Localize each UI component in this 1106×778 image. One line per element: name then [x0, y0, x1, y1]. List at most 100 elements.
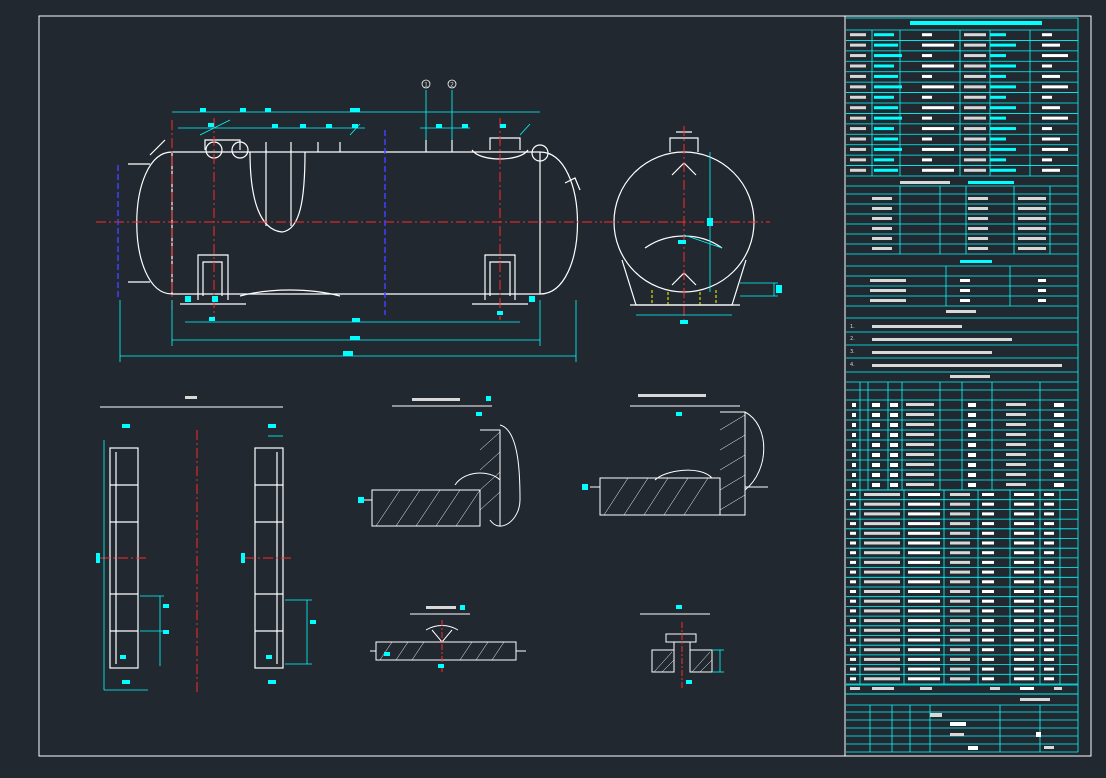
- material-cell: [968, 237, 988, 240]
- part-std: [864, 628, 900, 632]
- spec-value: [1042, 64, 1052, 68]
- inspection-cell: [1038, 289, 1046, 292]
- spec-label: [850, 106, 866, 110]
- material-cell: [872, 207, 892, 210]
- part-name: [908, 599, 940, 603]
- spec-label: [850, 54, 866, 58]
- weld-detail-4[interactable]: [640, 605, 724, 690]
- part-spec: [950, 522, 970, 526]
- material-cell: [872, 197, 892, 200]
- spec-value: [990, 85, 1016, 89]
- part-no: [850, 667, 856, 671]
- part-material: [1014, 657, 1034, 661]
- spec-label: [850, 168, 866, 172]
- spec-value: [990, 43, 1016, 47]
- spec-label: [964, 54, 986, 58]
- material-cell: [1018, 237, 1046, 240]
- nozzle-std: [906, 413, 934, 416]
- spec-label: [964, 158, 986, 162]
- part-name: [908, 657, 940, 661]
- nozzle-no: [852, 403, 856, 407]
- front-hidden-lines: [117, 130, 386, 315]
- spec-value: [1042, 54, 1068, 58]
- spec-label: [850, 64, 866, 68]
- part-weight: [1044, 628, 1054, 632]
- spec-value: [874, 85, 902, 89]
- material-cell: [872, 237, 892, 240]
- part-material: [1014, 599, 1034, 603]
- nozzle-cell: [872, 453, 880, 457]
- support-detail-view[interactable]: [96, 396, 316, 695]
- part-material: [1014, 667, 1034, 671]
- part-qty: [982, 512, 994, 516]
- parts-header: [850, 687, 860, 690]
- spec-label: [964, 95, 986, 99]
- part-weight: [1044, 648, 1054, 652]
- part-no: [850, 502, 856, 506]
- weld-detail-1-title: [412, 398, 460, 401]
- nozzle-no: [852, 433, 856, 437]
- spec-value: [874, 168, 898, 172]
- note-2: 2.: [850, 336, 855, 342]
- part-no: [850, 541, 856, 545]
- weld-detail-1-outline: [360, 424, 521, 527]
- nozzle-use: [1006, 463, 1026, 466]
- part-weight: [1044, 522, 1054, 526]
- nozzle-use: [1006, 413, 1026, 416]
- part-std: [864, 590, 900, 593]
- nozzle-cell: [1054, 443, 1064, 447]
- inspection-cell: [870, 299, 906, 302]
- part-name: [908, 590, 940, 593]
- material-cell: [968, 247, 988, 250]
- part-no: [850, 590, 856, 593]
- table-grid: [845, 17, 1079, 753]
- weld-detail-2-outline: [590, 411, 768, 516]
- spec-value: [990, 127, 1016, 131]
- nozzle-use: [1006, 483, 1026, 486]
- nozzle-cell: [872, 413, 880, 417]
- spec-value: [1042, 106, 1060, 110]
- spec-value: [922, 137, 932, 141]
- part-spec: [950, 648, 970, 652]
- weld-detail-4-hatch: [653, 651, 713, 673]
- weld-detail-1-mark: [486, 396, 491, 401]
- part-name: [908, 628, 940, 632]
- title-block-scale: [968, 746, 978, 750]
- note-4: 4.: [850, 362, 855, 368]
- spec-value: [922, 95, 932, 99]
- weld-detail-1[interactable]: [358, 396, 521, 527]
- part-std: [864, 648, 900, 652]
- material-cell: [1018, 227, 1046, 230]
- part-spec: [950, 628, 970, 632]
- inspection-cell: [1038, 279, 1046, 282]
- part-no: [850, 638, 856, 642]
- spec-value: [874, 33, 894, 37]
- part-no: [850, 677, 856, 681]
- part-weight: [1044, 570, 1054, 574]
- weld-detail-3[interactable]: [370, 605, 526, 672]
- front-view[interactable]: 1 2: [96, 79, 602, 362]
- nozzle-std: [906, 423, 934, 426]
- inspection-cell: [960, 279, 970, 282]
- callout-label: 1: [424, 82, 428, 89]
- inspection-cell: [870, 279, 906, 282]
- spec-value: [990, 33, 1006, 37]
- spec-value: [990, 147, 1016, 151]
- part-material: [1014, 541, 1034, 545]
- part-spec: [950, 667, 970, 671]
- nozzle-callout-1[interactable]: 1: [421, 79, 431, 89]
- section-title: [960, 260, 992, 263]
- part-material: [1014, 619, 1034, 623]
- title-block-tables[interactable]: [845, 17, 1079, 753]
- weld-detail-2[interactable]: [582, 394, 768, 516]
- spec-label: [964, 106, 986, 110]
- spec-value: [1042, 43, 1060, 47]
- side-view[interactable]: [604, 126, 782, 324]
- nozzle-std: [906, 433, 934, 436]
- nozzle-no: [852, 473, 856, 477]
- side-centerline: [604, 126, 770, 320]
- nozzle-callout-2[interactable]: 2: [447, 79, 457, 89]
- note-1: 1.: [850, 324, 855, 330]
- nozzle-use: [1006, 403, 1026, 406]
